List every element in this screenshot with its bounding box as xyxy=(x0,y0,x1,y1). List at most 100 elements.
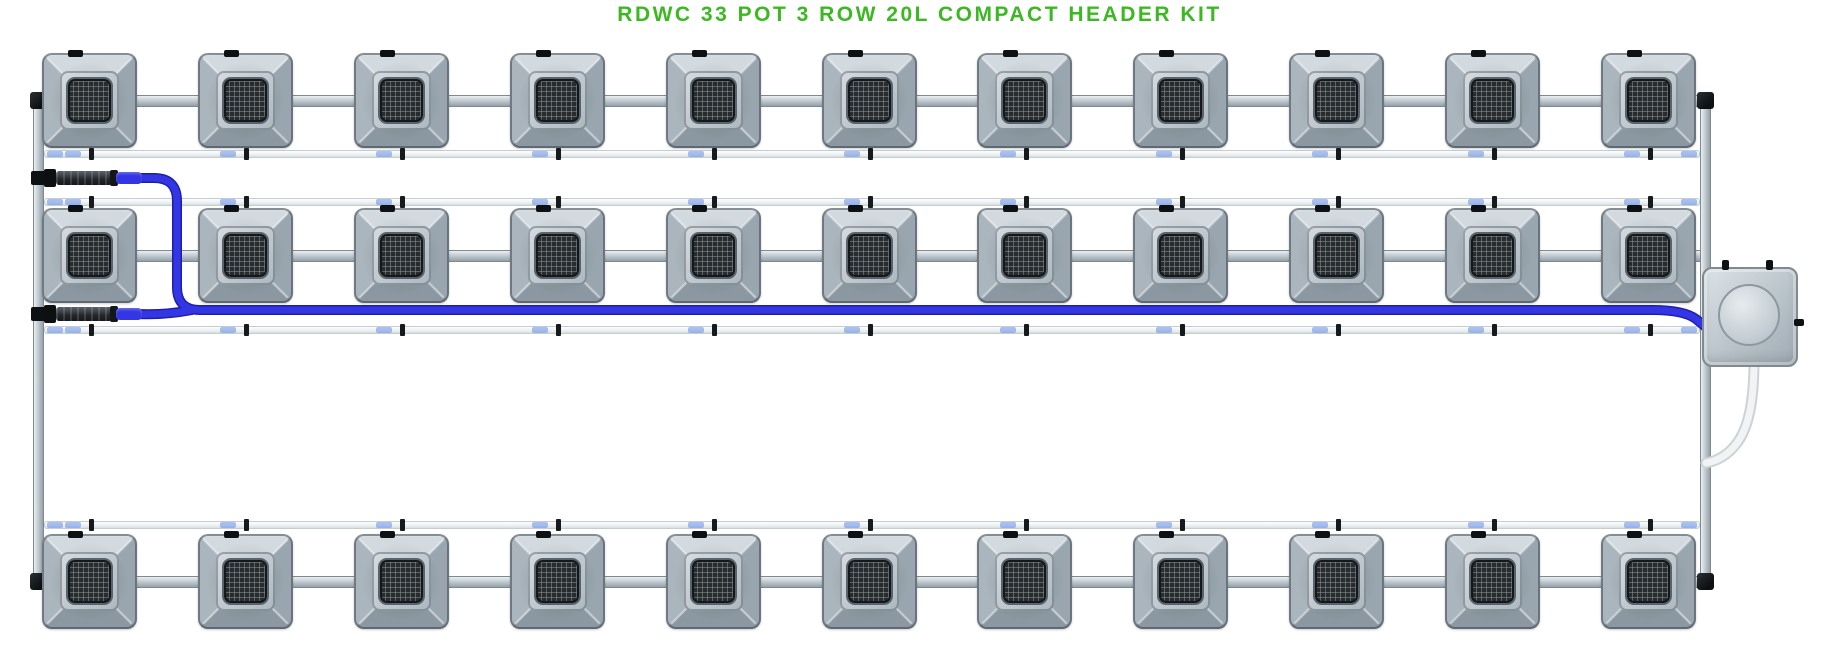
net-pot-mesh xyxy=(223,234,267,277)
net-pot-mesh xyxy=(847,560,891,603)
lid-clip-icon xyxy=(1315,205,1331,212)
pot-r3-10 xyxy=(1445,531,1541,629)
uniseal-band-icon xyxy=(1467,151,1484,157)
drain-hose-casing xyxy=(1700,354,1760,469)
tank-port-icon xyxy=(1722,260,1729,270)
uniseal-band-icon xyxy=(532,327,549,333)
pipe-clip-icon xyxy=(712,324,718,336)
net-pot-mesh xyxy=(1159,560,1203,603)
uniseal-band-icon xyxy=(532,522,549,528)
lid-clip-icon xyxy=(691,205,707,212)
pipe-clip-icon xyxy=(1023,196,1029,208)
pipe-clip-icon xyxy=(868,148,873,160)
net-pot-mesh xyxy=(1315,560,1359,603)
uniseal-band-icon xyxy=(844,327,860,333)
lid-clip-icon xyxy=(847,50,863,57)
pot-r2-5 xyxy=(665,205,761,303)
net-pot-mesh xyxy=(1627,79,1670,122)
pipe-clip-icon xyxy=(244,196,250,208)
lid-clip-icon xyxy=(1003,50,1019,57)
uniseal-band-icon xyxy=(1467,522,1484,528)
pipe-clip-icon xyxy=(1335,324,1341,336)
uniseal-band-icon xyxy=(64,199,81,205)
net-pot-mesh xyxy=(379,560,423,603)
uniseal-band-icon xyxy=(844,151,860,157)
lid-clip-icon xyxy=(847,205,863,212)
net-pot-mesh xyxy=(1003,79,1047,122)
net-pot-mesh xyxy=(1003,234,1047,277)
pipe-clip-icon xyxy=(400,324,406,336)
pot-r3-3 xyxy=(353,531,449,629)
elbow-fitting-icon xyxy=(1697,92,1714,109)
uniseal-band-icon xyxy=(1311,327,1328,333)
pipe-clip-icon xyxy=(556,519,562,531)
lid-clip-icon xyxy=(1003,531,1019,538)
pot-r2-8 xyxy=(1133,205,1229,303)
net-pot-mesh xyxy=(847,234,891,277)
uniseal-band-icon xyxy=(1623,327,1640,333)
pipe-clip-icon xyxy=(244,148,250,160)
pipe-clip-icon xyxy=(556,196,562,208)
net-pot-mesh xyxy=(691,560,735,603)
pipe-end-band-icon xyxy=(47,522,63,528)
pot-r3-2 xyxy=(197,531,293,629)
uniseal-band-icon xyxy=(220,151,237,157)
pot-r3-1 xyxy=(42,531,137,629)
barb-nut-icon xyxy=(44,305,56,323)
uniseal-band-icon xyxy=(64,327,81,333)
pipe-end-band-icon xyxy=(1681,327,1697,333)
pipe-clip-icon xyxy=(556,148,562,160)
uniseal-band-icon xyxy=(1623,522,1640,528)
pot-r1-10 xyxy=(1445,50,1541,148)
drain-hose-body xyxy=(1702,356,1758,467)
lid-clip-icon xyxy=(1159,50,1175,57)
pipe-clip-icon xyxy=(88,148,94,160)
drain-hose xyxy=(1700,354,1760,469)
pipe-clip-icon xyxy=(1647,324,1653,336)
return-pipe-1 xyxy=(44,148,1700,160)
uniseal-band-icon xyxy=(532,151,549,157)
net-pot-mesh xyxy=(68,79,111,122)
lid-clip-icon xyxy=(379,531,395,538)
net-pot-mesh xyxy=(223,560,267,603)
pipe-clip-icon xyxy=(868,519,873,531)
pot-r1-6 xyxy=(821,50,917,148)
barb-collar-icon xyxy=(110,306,118,322)
pipe-end-band-icon xyxy=(1681,151,1697,157)
pipe-clip-icon xyxy=(88,196,94,208)
pot-r3-9 xyxy=(1289,531,1385,629)
net-pot-mesh xyxy=(1315,79,1359,122)
tube-sleeve-icon xyxy=(116,308,142,320)
pot-r1-11 xyxy=(1601,50,1696,148)
net-pot-mesh xyxy=(535,79,579,122)
barb-body-icon xyxy=(56,171,112,185)
pot-r1-3 xyxy=(353,50,449,148)
barb-body-icon xyxy=(56,307,112,321)
pipe-clip-icon xyxy=(1023,324,1029,336)
pipe-clip-icon xyxy=(88,519,94,531)
pipe-clip-icon xyxy=(244,519,250,531)
lid-clip-icon xyxy=(1003,205,1019,212)
net-pot-mesh xyxy=(847,79,891,122)
pipe-clip-icon xyxy=(868,196,873,208)
net-pot-mesh xyxy=(1627,560,1670,603)
net-pot-mesh xyxy=(1159,234,1203,277)
net-pot-mesh xyxy=(1471,79,1515,122)
pipe-clip-icon xyxy=(556,324,562,336)
lid-clip-icon xyxy=(379,50,395,57)
pipe-end-band-icon xyxy=(1681,522,1697,528)
pipe-clip-icon xyxy=(712,196,718,208)
uniseal-band-icon xyxy=(688,522,705,528)
lid-clip-icon xyxy=(1471,50,1487,57)
uniseal-band-icon xyxy=(64,151,81,157)
header-tank xyxy=(1702,260,1804,367)
pot-r2-2 xyxy=(197,205,293,303)
uniseal-band-icon xyxy=(999,151,1016,157)
pot-r2-7 xyxy=(977,205,1073,303)
lid-clip-icon xyxy=(68,205,83,212)
lid-clip-icon xyxy=(535,50,551,57)
pot-r2-4 xyxy=(509,205,605,303)
pipe-clip-icon xyxy=(1335,519,1341,531)
feed-tube-lower xyxy=(134,306,196,318)
lid-clip-icon xyxy=(535,205,551,212)
